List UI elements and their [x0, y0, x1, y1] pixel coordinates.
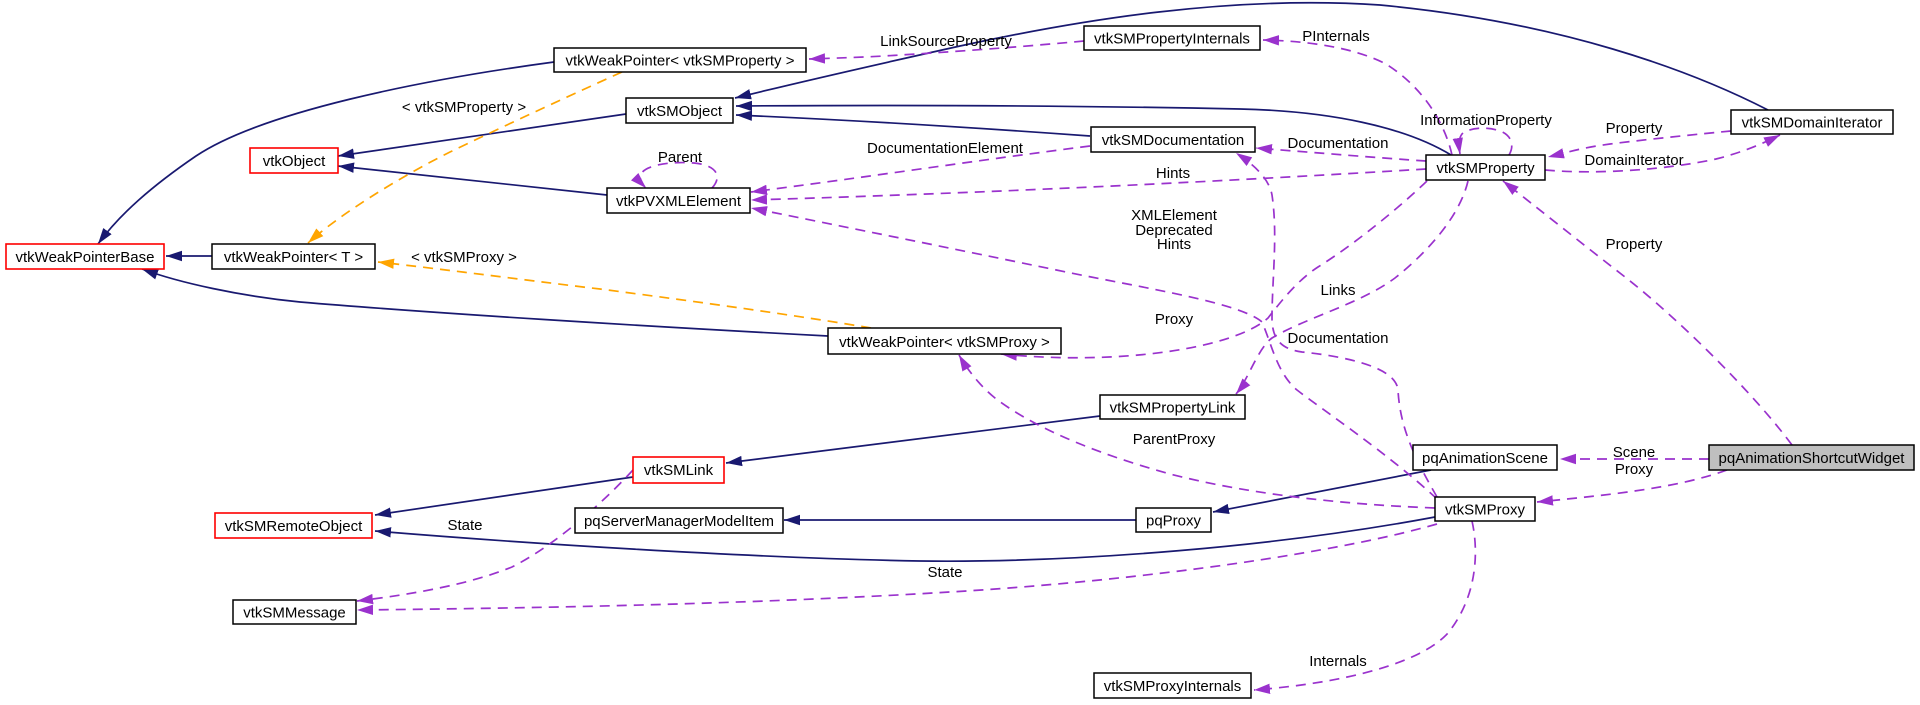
svg-text:vtkSMProxyInternals: vtkSMProxyInternals	[1104, 678, 1242, 695]
svg-text:vtkWeakPointer< vtkSMProperty: vtkWeakPointer< vtkSMProperty >	[566, 53, 795, 70]
svg-text:vtkWeakPointerBase: vtkWeakPointerBase	[16, 249, 155, 266]
svg-text:Deprecated: Deprecated	[1135, 222, 1213, 239]
svg-text:vtkSMProperty: vtkSMProperty	[1436, 160, 1535, 177]
svg-text:State: State	[927, 564, 962, 581]
svg-text:pqAnimationScene: pqAnimationScene	[1422, 450, 1548, 467]
svg-text:DocumentationElement: DocumentationElement	[867, 140, 1024, 157]
svg-text:Proxy: Proxy	[1155, 311, 1194, 328]
svg-text:ParentProxy: ParentProxy	[1133, 431, 1216, 448]
svg-text:Links: Links	[1320, 282, 1355, 299]
svg-text:vtkSMObject: vtkSMObject	[637, 103, 723, 120]
svg-text:pqProxy: pqProxy	[1146, 513, 1202, 530]
svg-text:pqServerManagerModelItem: pqServerManagerModelItem	[584, 513, 774, 530]
svg-text:Proxy: Proxy	[1615, 461, 1654, 478]
svg-text:vtkSMPropertyLink: vtkSMPropertyLink	[1110, 400, 1236, 417]
svg-text:PInternals: PInternals	[1302, 28, 1370, 45]
svg-text:Parent: Parent	[658, 149, 703, 166]
svg-text:< vtkSMProxy >: < vtkSMProxy >	[411, 249, 517, 266]
svg-text:Documentation: Documentation	[1288, 330, 1389, 347]
svg-text:vtkSMRemoteObject: vtkSMRemoteObject	[225, 518, 363, 535]
svg-text:vtkWeakPointer< T >: vtkWeakPointer< T >	[224, 249, 363, 266]
svg-text:Property: Property	[1606, 236, 1663, 253]
svg-text:Documentation: Documentation	[1288, 135, 1389, 152]
svg-text:vtkSMProxy: vtkSMProxy	[1445, 502, 1526, 519]
svg-text:vtkObject: vtkObject	[263, 153, 326, 170]
svg-text:pqAnimationShortcutWidget: pqAnimationShortcutWidget	[1719, 450, 1906, 467]
svg-text:vtkPVXMLElement: vtkPVXMLElement	[616, 193, 742, 210]
svg-text:LinkSourceProperty: LinkSourceProperty	[880, 33, 1012, 50]
svg-text:InformationProperty: InformationProperty	[1420, 112, 1552, 129]
svg-text:Hints: Hints	[1156, 165, 1190, 182]
svg-text:vtkWeakPointer< vtkSMProxy >: vtkWeakPointer< vtkSMProxy >	[839, 334, 1050, 351]
svg-text:vtkSMPropertyInternals: vtkSMPropertyInternals	[1094, 31, 1250, 48]
svg-text:Property: Property	[1606, 120, 1663, 137]
svg-text:vtkSMDocumentation: vtkSMDocumentation	[1102, 132, 1245, 149]
svg-text:< vtkSMProperty >: < vtkSMProperty >	[402, 99, 526, 116]
svg-text:Hints: Hints	[1157, 236, 1191, 253]
svg-text:vtkSMDomainIterator: vtkSMDomainIterator	[1742, 115, 1883, 132]
svg-text:DomainIterator: DomainIterator	[1584, 152, 1683, 169]
svg-text:vtkSMLink: vtkSMLink	[644, 462, 714, 479]
svg-text:Scene: Scene	[1613, 444, 1656, 461]
svg-text:XMLElement: XMLElement	[1131, 207, 1218, 224]
svg-text:State: State	[447, 517, 482, 534]
svg-text:Internals: Internals	[1309, 653, 1367, 670]
svg-text:vtkSMMessage: vtkSMMessage	[243, 605, 346, 622]
